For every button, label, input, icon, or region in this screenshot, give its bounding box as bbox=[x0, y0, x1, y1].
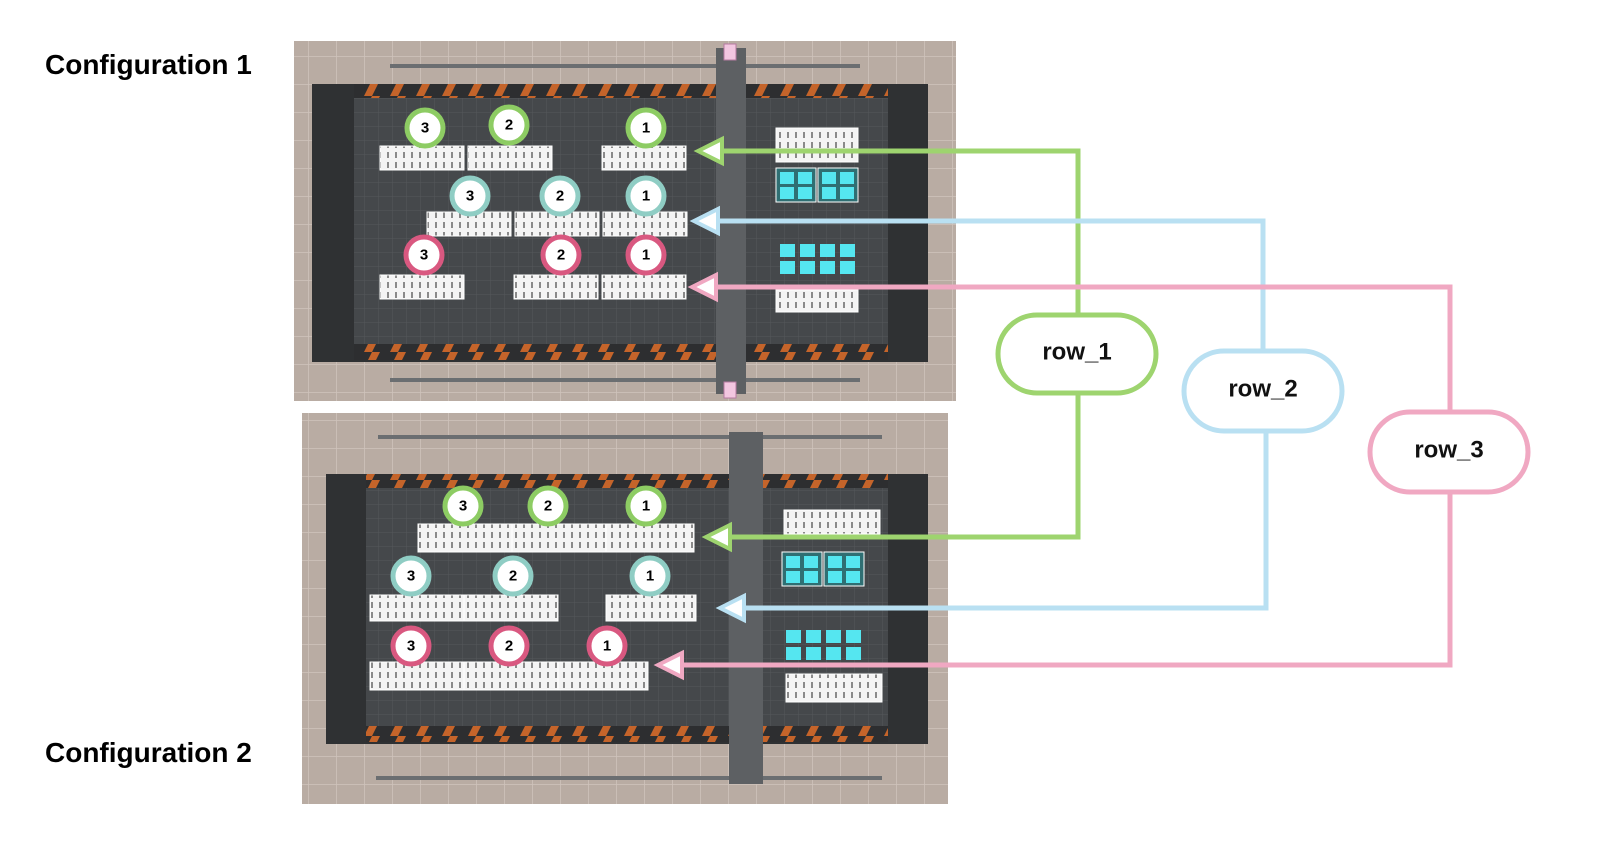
config-1-rack bbox=[601, 274, 687, 300]
row-3-pill: row_3 bbox=[1367, 409, 1531, 495]
badge-number: 3 bbox=[420, 247, 428, 264]
row-2-pill: row_2 bbox=[1181, 348, 1345, 434]
badge-number: 1 bbox=[642, 498, 650, 515]
badge-config-2-row-2-2: 2 bbox=[492, 555, 534, 597]
badge-config-2-row-1-2: 2 bbox=[527, 485, 569, 527]
row-1-arrowhead-config-1 bbox=[693, 135, 724, 167]
badge-config-1-row-1-2: 2 bbox=[488, 104, 530, 146]
config-1-hazard-stripe-top bbox=[354, 84, 888, 98]
config-2-rack bbox=[463, 594, 559, 622]
row-1-connector-config-1 bbox=[722, 148, 1081, 314]
badge-config-1-row-3-1: 1 bbox=[625, 234, 667, 276]
badge-number: 1 bbox=[603, 638, 611, 655]
badge-config-2-row-1-3: 3 bbox=[442, 485, 484, 527]
config-2-rack bbox=[511, 523, 607, 553]
config-2-rack bbox=[557, 661, 649, 691]
config-2-rack bbox=[463, 661, 559, 691]
badge-config-1-row-2-3: 3 bbox=[449, 175, 491, 217]
badge-number: 1 bbox=[642, 188, 650, 205]
config-1-hazard-stripe-bottom bbox=[354, 344, 888, 360]
badge-config-2-row-3-3: 3 bbox=[390, 625, 432, 667]
badge-number: 3 bbox=[407, 638, 415, 655]
config-2-guide-line-top bbox=[378, 435, 882, 439]
row-2-arrowhead-config-2 bbox=[715, 592, 746, 624]
config-2-tray-rack bbox=[783, 509, 881, 535]
row-1-pill: row_1 bbox=[995, 312, 1159, 396]
config-2-cyan-tile-grid bbox=[786, 630, 861, 660]
badge-config-2-row-3-2: 2 bbox=[488, 625, 530, 667]
badge-config-2-row-2-1: 1 bbox=[629, 555, 671, 597]
config-1-guide-line-top bbox=[390, 64, 860, 68]
config-1-tray-rack bbox=[775, 289, 859, 313]
badge-config-2-row-2-3: 3 bbox=[390, 555, 432, 597]
badge-config-2-row-3-1: 1 bbox=[586, 625, 628, 667]
config-1-rack bbox=[379, 145, 465, 171]
badge-number: 2 bbox=[505, 117, 513, 134]
badge-number: 3 bbox=[459, 498, 467, 515]
config-2-hazard-stripe-bottom bbox=[366, 726, 888, 742]
badge-config-1-row-1-1: 1 bbox=[625, 107, 667, 149]
badge-config-1-row-3-2: 2 bbox=[540, 234, 582, 276]
config-1-rail-end-bottom bbox=[723, 381, 737, 399]
config-2-rack bbox=[369, 594, 465, 622]
badge-number: 1 bbox=[642, 247, 650, 264]
badge-number: 3 bbox=[466, 188, 474, 205]
badge-config-1-row-2-1: 1 bbox=[625, 175, 667, 217]
row-3-connector-config-1 bbox=[716, 284, 1453, 412]
connectors bbox=[653, 135, 1453, 681]
config-1-rack bbox=[467, 145, 553, 171]
badge-config-1-row-3-3: 3 bbox=[403, 234, 445, 276]
row-3-label: row_3 bbox=[1414, 437, 1483, 464]
badge-number: 2 bbox=[509, 568, 517, 585]
config-2-rack bbox=[369, 661, 465, 691]
row-3-connector-config-2 bbox=[682, 492, 1453, 668]
badge-config-1-row-1-3: 3 bbox=[404, 107, 446, 149]
config-1-rack bbox=[513, 274, 599, 300]
row-1-connector-config-2 bbox=[730, 395, 1081, 540]
config-2-rack bbox=[417, 523, 513, 553]
badge-number: 2 bbox=[544, 498, 552, 515]
badge-number: 3 bbox=[407, 568, 415, 585]
config-1-tray-rack bbox=[775, 127, 859, 163]
config-2-guide-line-bottom bbox=[376, 776, 882, 780]
badge-config-1-row-2-2: 2 bbox=[539, 175, 581, 217]
row-2-arrowhead-config-1 bbox=[689, 205, 720, 237]
config-1-title: Configuration 1 bbox=[45, 49, 252, 80]
config-1-guide-line-bottom bbox=[390, 378, 860, 382]
badge-number: 1 bbox=[642, 120, 650, 137]
config-1-rack bbox=[379, 274, 465, 300]
badge-number: 1 bbox=[646, 568, 654, 585]
config-2-rack bbox=[605, 523, 695, 553]
config-1-cyan-tile-grid bbox=[780, 244, 855, 274]
config-1-rail-end-top bbox=[723, 43, 737, 61]
badge-config-2-row-1-1: 1 bbox=[625, 485, 667, 527]
badge-number: 2 bbox=[556, 188, 564, 205]
row-3-arrowhead-config-1 bbox=[687, 271, 718, 303]
config-2-rack bbox=[605, 594, 697, 622]
config-1-rack bbox=[601, 145, 687, 171]
row-2-connector-config-1 bbox=[718, 218, 1266, 352]
row-1-arrowhead-config-2 bbox=[701, 521, 732, 553]
row-3-arrowhead-config-2 bbox=[653, 649, 684, 681]
row-2-label: row_2 bbox=[1228, 376, 1297, 403]
badge-number: 2 bbox=[505, 638, 513, 655]
badge-number: 2 bbox=[557, 247, 565, 264]
row-2-connector-config-2 bbox=[744, 432, 1269, 611]
config-2-hazard-stripe-top bbox=[366, 474, 888, 488]
row-1-label: row_1 bbox=[1042, 339, 1111, 366]
config-2-title: Configuration 2 bbox=[45, 737, 252, 768]
config-2-tray-rack bbox=[785, 673, 883, 703]
badge-number: 3 bbox=[421, 120, 429, 137]
